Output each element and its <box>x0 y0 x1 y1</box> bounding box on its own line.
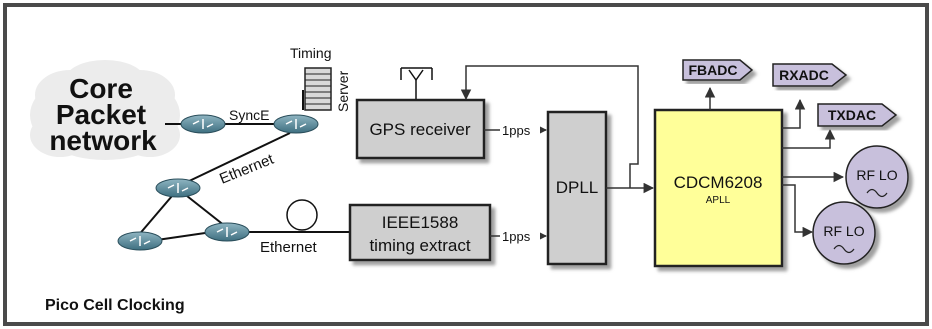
txdac-output: TXDAC <box>817 103 898 127</box>
timing-server-label-line-2: Server <box>335 70 351 112</box>
txdac-label: TXDAC <box>828 107 876 123</box>
ethernet-bottom-label: Ethernet <box>260 239 318 256</box>
gps-receiver-block: GPS receiver <box>355 98 486 160</box>
router-icon <box>273 114 319 134</box>
dpll-label: DPLL <box>556 178 599 197</box>
apll-label: APLL <box>706 195 731 206</box>
rf-lo-oscillator-2: RF LO <box>812 201 876 265</box>
cloud-label-line-2: Packet <box>56 99 146 130</box>
cloud-label-line-1: Core <box>69 73 133 104</box>
diagram-title: Pico Cell Clocking <box>45 297 185 314</box>
rxadc-label: RXADC <box>779 67 829 83</box>
ieee1588-label-line-2: timing extract <box>369 236 470 255</box>
rxadc-output: RXADC <box>772 63 848 87</box>
antenna-icon <box>400 67 433 100</box>
rflo-2-label: RF LO <box>823 223 864 239</box>
sine-wave-icon <box>833 244 855 254</box>
synce-label: SyncE <box>229 107 269 123</box>
router-icon <box>117 231 163 251</box>
cdcm6208-label: CDCM6208 <box>674 173 763 192</box>
core-packet-network-cloud: Core Packet network <box>30 60 180 160</box>
rxadc-arrow <box>782 98 806 129</box>
ieee1588-block: IEEE1588 timing extract <box>348 203 492 262</box>
ethernet-transformer-icon <box>286 199 318 231</box>
ieee1588-label-line-1: IEEE1588 <box>382 213 459 232</box>
txdac-arrow <box>782 128 836 149</box>
fbadc-output: FBADC <box>682 59 754 81</box>
router-icon <box>155 178 201 198</box>
gps-receiver-label: GPS receiver <box>369 120 470 139</box>
pps-top-label: 1pps <box>502 123 531 138</box>
fbadc-label: FBADC <box>689 62 738 78</box>
router-icon <box>180 114 226 134</box>
pps-bottom-label: 1pps <box>502 229 531 244</box>
cloud-label-line-3: network <box>49 125 157 156</box>
rflo-1-label: RF LO <box>856 167 897 183</box>
cdcm6208-apll-block: CDCM6208 APLL <box>653 108 784 268</box>
sine-wave-icon <box>866 188 888 198</box>
rflo-2-arrow <box>782 184 814 238</box>
diagram-frame <box>3 3 929 326</box>
dpll-block: DPLL <box>546 110 608 266</box>
feedback-loop-arrow <box>460 65 639 188</box>
timing-server-icon <box>304 67 332 111</box>
router-icon <box>204 222 250 242</box>
timing-server-label-line-1: Timing <box>290 45 332 61</box>
rf-lo-oscillator-1: RF LO <box>845 145 909 209</box>
